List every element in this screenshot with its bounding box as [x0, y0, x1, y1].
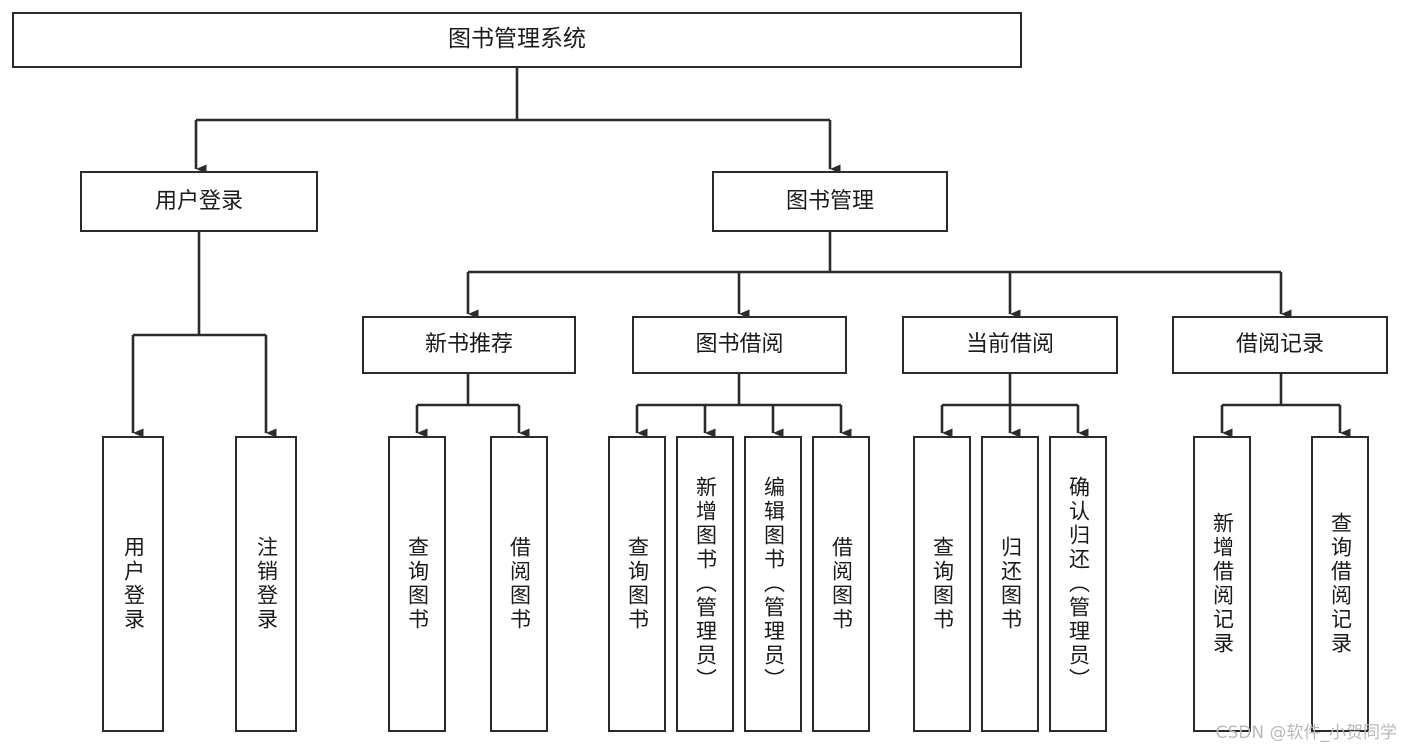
- node-label: 查询借阅记录: [1328, 512, 1353, 656]
- node-book-management[interactable]: 图书管理: [712, 171, 948, 232]
- leaf-borrow-book-recommend[interactable]: 借阅图书: [490, 436, 548, 732]
- node-root-system[interactable]: 图书管理系统: [12, 12, 1022, 68]
- leaf-query-borrow-record[interactable]: 查询借阅记录: [1311, 436, 1369, 732]
- node-label: 用户登录: [121, 536, 146, 632]
- node-label: 注销登录: [254, 536, 279, 632]
- leaf-logout[interactable]: 注销登录: [235, 436, 297, 732]
- node-book-borrow[interactable]: 图书借阅: [632, 316, 847, 374]
- node-label: 确认归还（管理员）: [1066, 476, 1091, 692]
- node-label: 新增借阅记录: [1210, 512, 1235, 656]
- node-new-book-recommend[interactable]: 新书推荐: [362, 316, 576, 374]
- leaf-query-book-current[interactable]: 查询图书: [913, 436, 971, 732]
- node-borrow-records[interactable]: 借阅记录: [1172, 316, 1388, 374]
- node-label: 图书借阅: [695, 332, 784, 358]
- leaf-add-borrow-record[interactable]: 新增借阅记录: [1193, 436, 1251, 732]
- leaf-query-book-borrow[interactable]: 查询图书: [608, 436, 666, 732]
- leaf-user-login[interactable]: 用户登录: [102, 436, 164, 732]
- node-label: 借阅记录: [1235, 332, 1324, 358]
- leaf-borrow-book[interactable]: 借阅图书: [812, 436, 870, 732]
- node-label: 当前借阅: [965, 332, 1054, 358]
- node-label: 新书推荐: [424, 332, 513, 358]
- node-label: 查询图书: [405, 536, 430, 632]
- node-user-login[interactable]: 用户登录: [80, 171, 318, 232]
- node-label: 归还图书: [998, 536, 1023, 632]
- leaf-return-book[interactable]: 归还图书: [981, 436, 1039, 732]
- node-label: 图书管理系统: [448, 26, 586, 53]
- node-label: 查询图书: [930, 536, 955, 632]
- leaf-query-book-recommend[interactable]: 查询图书: [388, 436, 446, 732]
- node-label: 借阅图书: [507, 536, 532, 632]
- leaf-add-book-admin[interactable]: 新增图书（管理员）: [676, 436, 734, 732]
- node-label: 查询图书: [625, 536, 650, 632]
- node-label: 借阅图书: [829, 536, 854, 632]
- node-label: 新增图书（管理员）: [693, 476, 718, 692]
- leaf-edit-book-admin[interactable]: 编辑图书（管理员）: [744, 436, 802, 732]
- node-label: 编辑图书（管理员）: [761, 476, 786, 692]
- node-current-borrow[interactable]: 当前借阅: [902, 316, 1118, 374]
- node-label: 图书管理: [785, 188, 874, 214]
- node-label: 用户登录: [154, 188, 243, 214]
- leaf-confirm-return-admin[interactable]: 确认归还（管理员）: [1049, 436, 1107, 732]
